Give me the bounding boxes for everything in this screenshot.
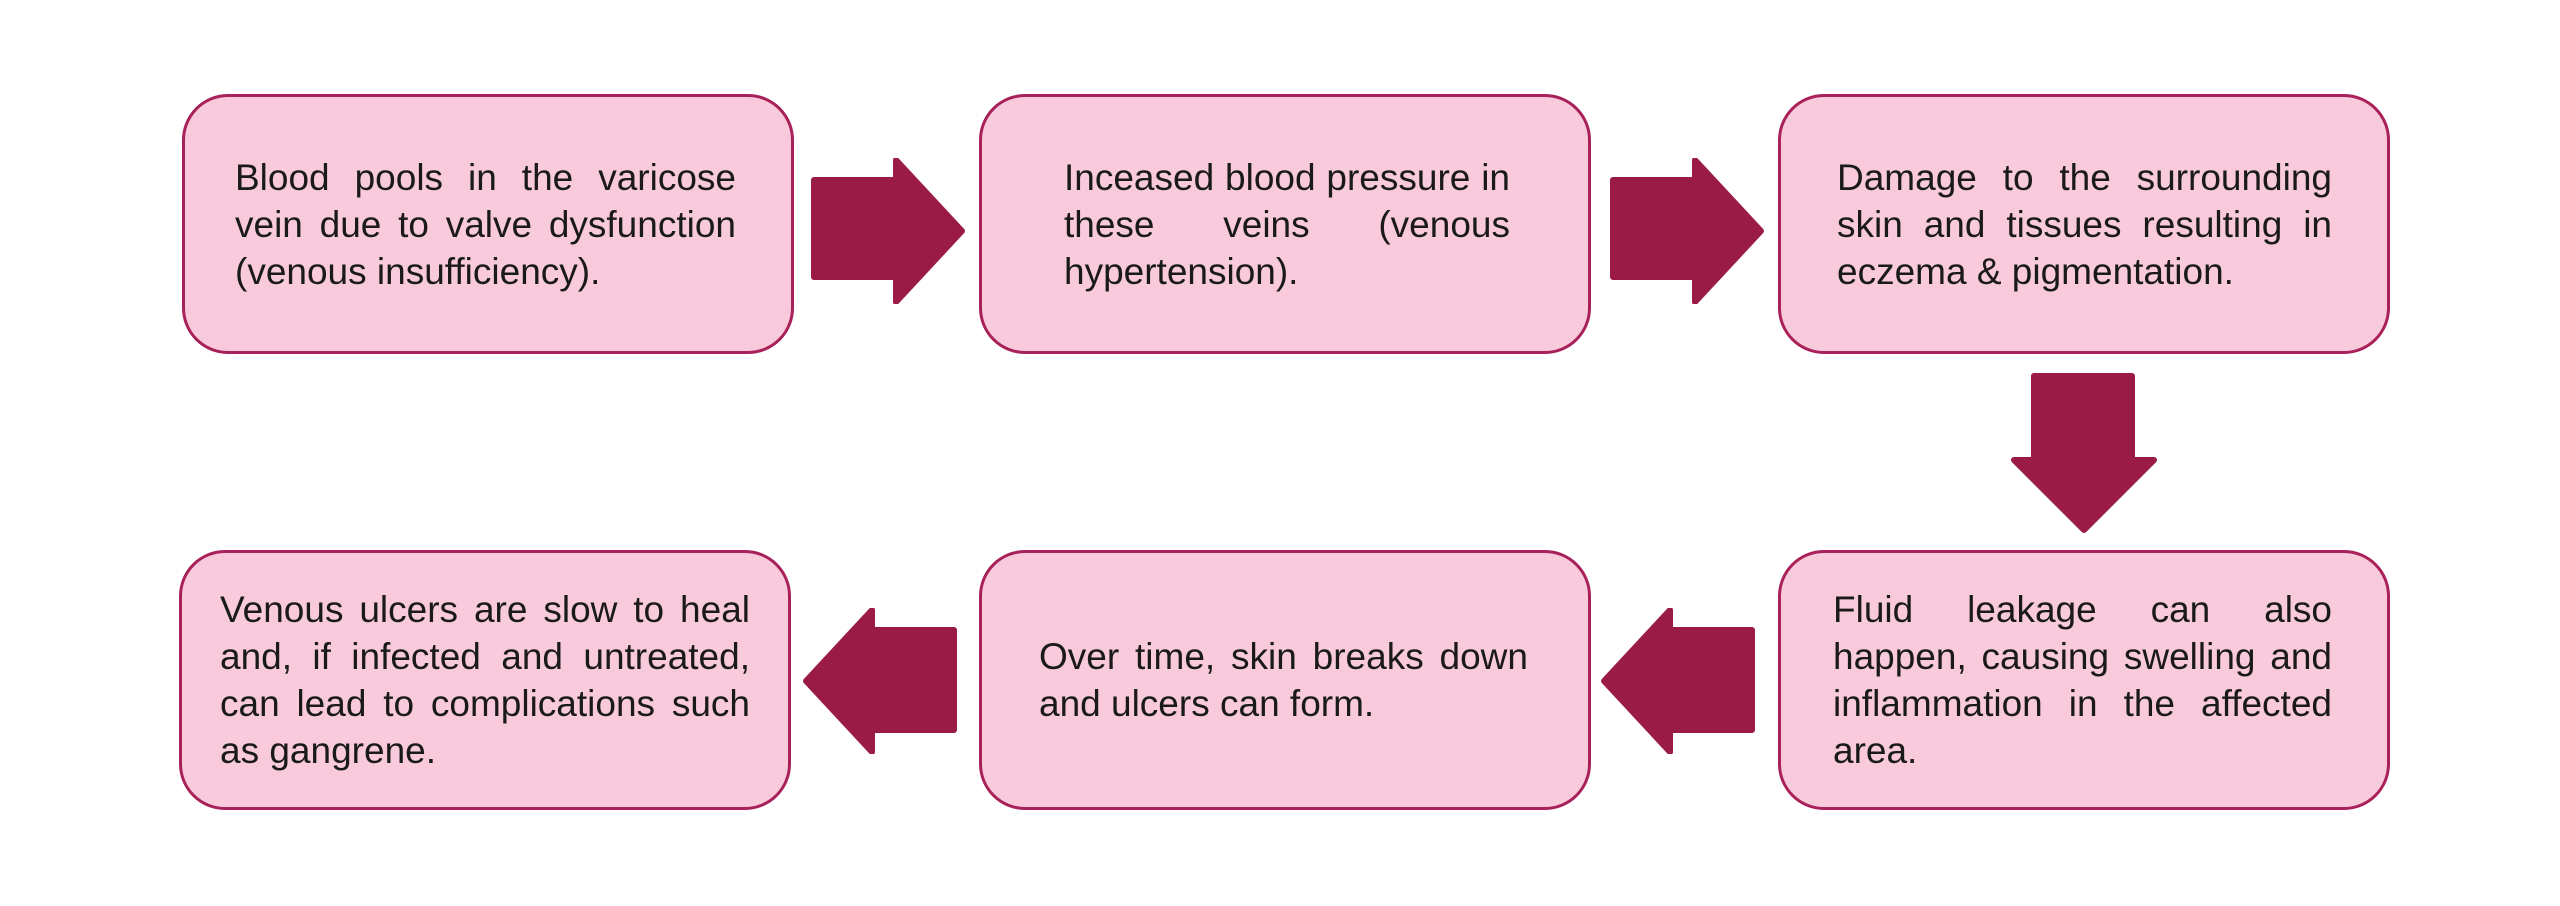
step-2-text: Inceased blood pressure in these veins (… [1064,156,1510,292]
step-3-box: Damage to the surrounding skin and tissu… [1778,94,2390,354]
step-1-box: Blood pools in the varicose vein due to … [182,94,794,354]
step-4-box: Fluid leakage can also happen, causing s… [1778,550,2390,810]
step-1-text: Blood pools in the varicose vein due to … [235,156,736,292]
arrow-left-2 [800,608,962,754]
step-6-box: Venous ulcers are slow to heal and, if i… [179,550,791,810]
arrow-right-2 [1605,158,1765,304]
step-3-text: Damage to the surrounding skin and tissu… [1837,156,2332,292]
step-5-box: Over time, skin breaks down and ulcers c… [979,550,1591,810]
arrow-left-1 [1598,608,1760,754]
step-2-box: Inceased blood pressure in these veins (… [979,94,1591,354]
step-5-text: Over time, skin breaks down and ulcers c… [1039,636,1528,724]
step-4-text: Fluid leakage can also happen, causing s… [1833,589,2332,771]
arrow-down [2010,372,2158,534]
step-6-text: Venous ulcers are slow to heal and, if i… [220,589,750,771]
arrow-right-1 [806,158,966,304]
